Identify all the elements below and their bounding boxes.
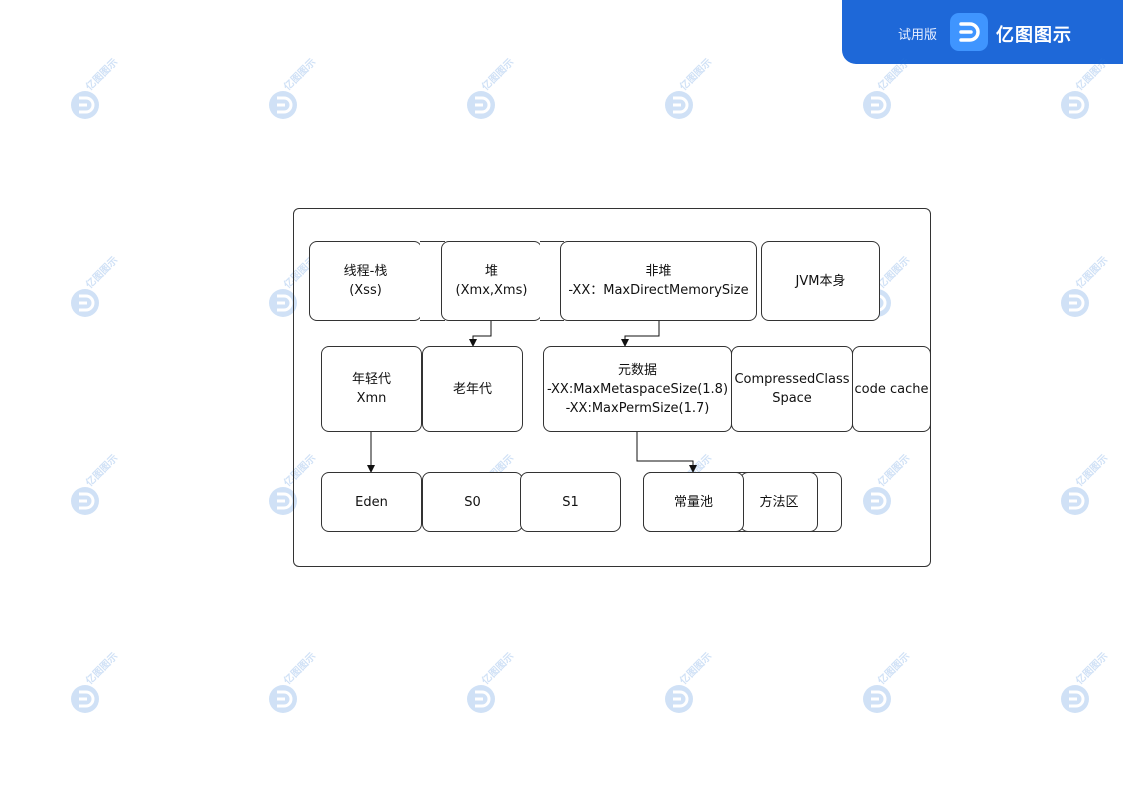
watermark-logo-icon — [863, 685, 891, 713]
young-gen-param: Xmn — [356, 391, 387, 406]
watermark: 亿图图示 — [1060, 255, 1123, 330]
compressed-class-line2: Space — [772, 391, 812, 406]
metadata-box: 元数据 -XX:MaxMetaspaceSize(1.8) -XX:MaxPer… — [543, 346, 732, 432]
method-area-title: 方法区 — [759, 494, 799, 510]
edraw-logo-icon — [950, 13, 988, 51]
watermark-text: 亿图图示 — [876, 650, 913, 687]
jvm-title: JVM本身 — [795, 273, 846, 289]
method-area-box: 方法区 — [740, 472, 818, 532]
watermark: 亿图图示 — [70, 255, 140, 330]
watermark-logo-icon — [71, 685, 99, 713]
watermark-text: 亿图图示 — [678, 650, 715, 687]
watermark: 亿图图示 — [70, 57, 140, 132]
s0-box: S0 — [422, 472, 523, 532]
heap-title: 堆 — [484, 264, 498, 279]
watermark-logo-icon — [269, 685, 297, 713]
watermark: 亿图图示 — [70, 453, 140, 528]
watermark-text: 亿图图示 — [1074, 650, 1111, 687]
watermark-logo-icon — [1061, 91, 1089, 119]
watermark-logo-icon — [1061, 487, 1089, 515]
watermark-text: 亿图图示 — [1074, 452, 1111, 489]
s0-title: S0 — [464, 494, 481, 510]
watermark: 亿图图示 — [1060, 651, 1123, 726]
watermark-logo-icon — [269, 91, 297, 119]
watermark-logo-icon — [665, 91, 693, 119]
watermark-logo-icon — [71, 289, 99, 317]
trial-banner: 试用版 亿图图示 — [842, 0, 1123, 64]
watermark-logo-icon — [467, 91, 495, 119]
nonheap-param: -XX：MaxDirectMemorySize — [568, 283, 749, 298]
watermark: 亿图图示 — [268, 651, 338, 726]
watermark-text: 亿图图示 — [84, 254, 121, 291]
watermark: 亿图图示 — [862, 57, 932, 132]
metadata-param-2: -XX:MaxPermSize(1.7) — [565, 400, 710, 416]
watermark-logo-icon — [1061, 289, 1089, 317]
watermark-text: 亿图图示 — [282, 650, 319, 687]
compressed-class-box: CompressedClass Space — [731, 346, 853, 432]
constant-pool-box: 常量池 — [643, 472, 744, 532]
watermark-text: 亿图图示 — [480, 56, 517, 93]
row1-spacer — [420, 241, 445, 321]
eden-box: Eden — [321, 472, 422, 532]
watermark: 亿图图示 — [466, 651, 536, 726]
constant-pool-title: 常量池 — [673, 494, 713, 510]
jvm-box: JVM本身 — [761, 241, 880, 321]
code-cache-title: code cache — [854, 381, 929, 397]
watermark: 亿图图示 — [268, 57, 338, 132]
eden-title: Eden — [355, 494, 388, 510]
watermark: 亿图图示 — [664, 57, 734, 132]
watermark-logo-icon — [71, 487, 99, 515]
stack-param: (Xss) — [349, 283, 382, 298]
code-cache-box: code cache — [852, 346, 931, 432]
old-gen-title: 老年代 — [452, 381, 492, 397]
watermark-text: 亿图图示 — [84, 452, 121, 489]
metadata-param-1: -XX:MaxMetaspaceSize(1.8) — [546, 381, 729, 397]
watermark: 亿图图示 — [466, 57, 536, 132]
watermark-logo-icon — [1061, 685, 1089, 713]
watermark-logo-icon — [665, 685, 693, 713]
watermark-text: 亿图图示 — [480, 650, 517, 687]
young-gen-title: 年轻代 — [351, 372, 391, 387]
watermark-logo-icon — [71, 91, 99, 119]
nonheap-title: 非堆 — [645, 264, 672, 279]
s1-title: S1 — [562, 494, 579, 510]
watermark-text: 亿图图示 — [84, 650, 121, 687]
nonheap-box: 非堆 -XX：MaxDirectMemorySize — [560, 241, 757, 321]
compressed-class-line1: CompressedClass — [734, 372, 850, 387]
watermark-logo-icon — [467, 685, 495, 713]
brand-name: 亿图图示 — [996, 25, 1072, 46]
s1-box: S1 — [520, 472, 621, 532]
watermark-text: 亿图图示 — [282, 56, 319, 93]
young-gen-box: 年轻代 Xmn — [321, 346, 422, 432]
watermark: 亿图图示 — [1060, 57, 1123, 132]
watermark: 亿图图示 — [1060, 453, 1123, 528]
heap-box: 堆 (Xmx,Xms) — [441, 241, 542, 321]
metadata-title: 元数据 — [617, 362, 657, 378]
watermark-text: 亿图图示 — [1074, 254, 1111, 291]
old-gen-box: 老年代 — [422, 346, 523, 432]
stack-title: 线程-栈 — [343, 264, 388, 279]
watermark: 亿图图示 — [664, 651, 734, 726]
trial-label: 试用版 — [898, 28, 938, 43]
watermark: 亿图图示 — [70, 651, 140, 726]
watermark-logo-icon — [863, 91, 891, 119]
watermark: 亿图图示 — [862, 651, 932, 726]
watermark-text: 亿图图示 — [84, 56, 121, 93]
watermark-text: 亿图图示 — [678, 56, 715, 93]
heap-param: (Xmx,Xms) — [455, 283, 528, 298]
stack-box: 线程-栈 (Xss) — [309, 241, 422, 321]
